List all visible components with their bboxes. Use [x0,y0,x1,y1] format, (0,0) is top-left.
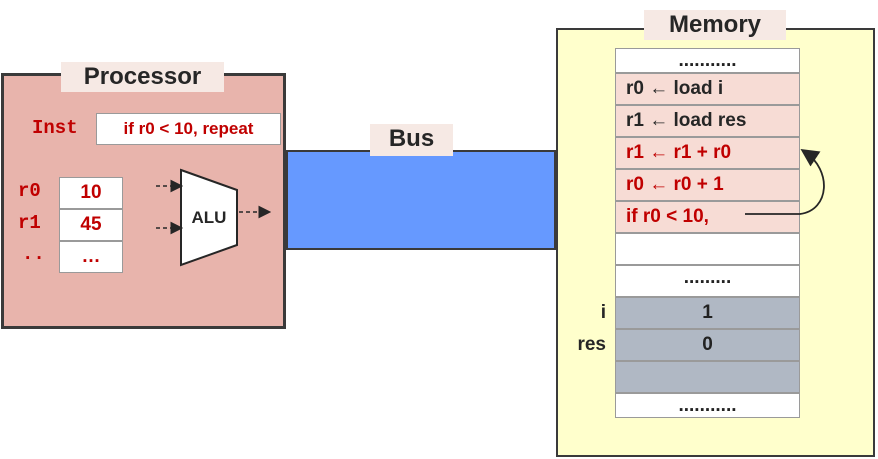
bus-box [286,150,556,250]
bus-title: Bus [370,124,453,156]
memory-label-res: res [577,334,606,355]
register-value-r0: 10 [59,177,123,209]
memory-cell-var-i: 1 [615,297,800,329]
memory-cell-mid-dots: ......... [615,265,800,297]
register-label-r1: r1 [18,212,41,234]
memory-cell-instr-3: r1 ← r1 + r0 [615,137,800,169]
register-value-r1: 45 [59,209,123,241]
processor-title: Processor [61,62,224,92]
memory-cell-instr-4: r0 ← r0 + 1 [615,169,800,201]
memory-cell-instr-1: r0 ← load i [615,73,800,105]
register-label-more: .. [22,243,45,265]
memory-label-i: i [600,302,606,323]
register-label-r0: r0 [18,180,41,202]
memory-cell-instr-5: if r0 < 10, [615,201,800,233]
memory-cell-instr-2: r1 ← load res [615,105,800,137]
inst-label: Inst [32,117,78,139]
memory-cell-empty-2 [615,361,800,393]
memory-cell-bottom-dots: ........... [615,393,800,418]
memory-cell-top-dots: ........... [615,48,800,73]
memory-cell-empty-1 [615,233,800,265]
alu-label: ALU [192,208,227,227]
loop-back-arrow [745,148,825,215]
memory-title: Memory [644,10,786,40]
register-value-more: … [59,241,123,273]
memory-cell-var-res: 0 [615,329,800,361]
inst-register: if r0 < 10, repeat [96,113,281,145]
